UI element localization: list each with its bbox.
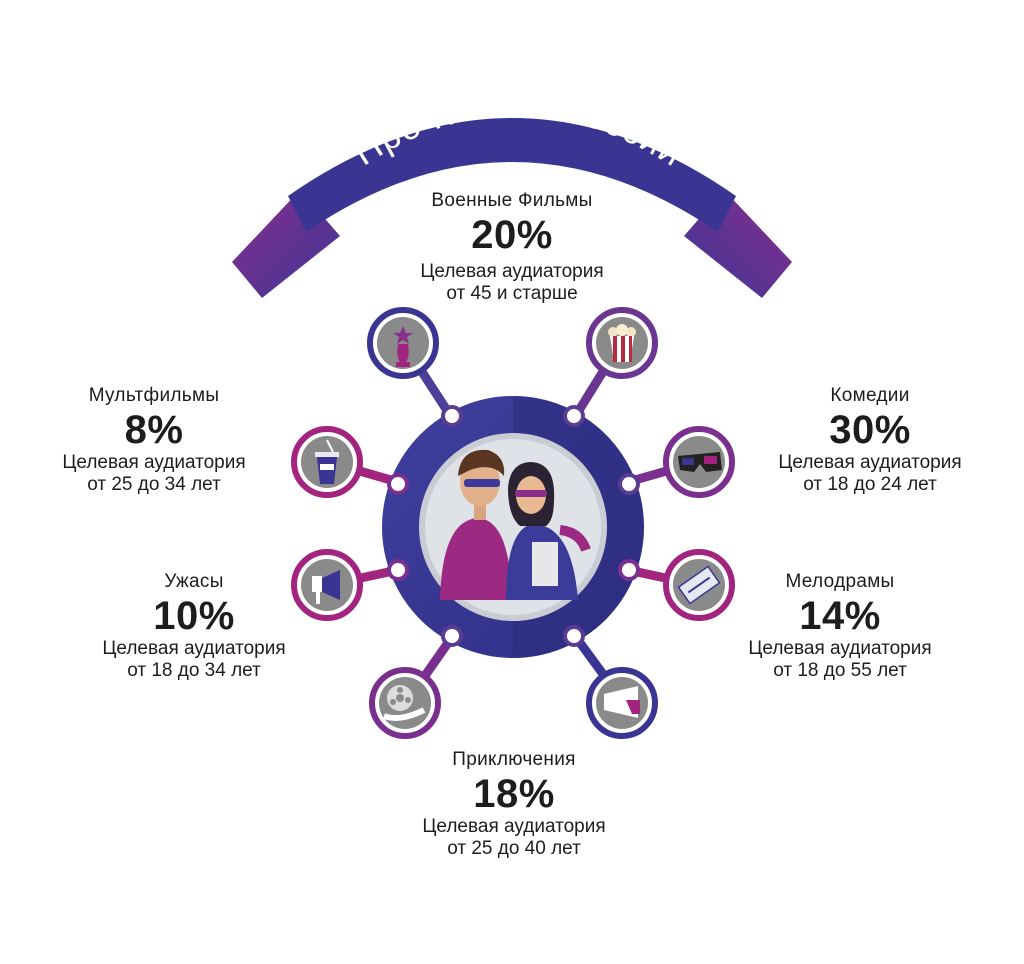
3d-glasses-icon (663, 426, 735, 498)
genre-name: Приключения (452, 749, 576, 770)
genre-name: Ужасы (164, 571, 224, 592)
movie-projector-icon (291, 549, 363, 621)
connector-dots (387, 405, 640, 647)
cinema-ticket-icon (663, 549, 735, 621)
audience-age: от 25 до 40 лет (447, 838, 581, 859)
audience-label: Целевая аудиатория (422, 816, 606, 837)
genre-block-war: Военные Фильмы 20% Целевая аудиатория от… (372, 189, 652, 305)
audience-age: от 45 и старше (446, 283, 578, 304)
audience-age: от 18 до 24 лет (803, 474, 937, 495)
genre-percent: 30% (829, 408, 911, 452)
genre-name: Комедии (830, 385, 910, 406)
genre-block-horror: Ужасы 10% Целевая аудиатория от 18 до 34… (74, 570, 314, 682)
soda-cup-icon (291, 426, 363, 498)
oscar-statuette-icon (367, 307, 439, 379)
couple-illustration (440, 449, 591, 600)
audience-label: Целевая аудиатория (748, 638, 932, 659)
genre-name: Мелодрамы (785, 571, 895, 592)
genre-percent: 8% (124, 408, 184, 452)
audience-age: от 25 до 34 лет (87, 474, 221, 495)
central-hub (382, 396, 644, 658)
popcorn-icon (586, 307, 658, 379)
genre-block-adventure: Приключения 18% Целевая аудиатория от 25… (392, 748, 636, 860)
genre-percent: 10% (153, 594, 235, 638)
ribbon-band (288, 118, 736, 232)
audience-age: от 18 до 34 лет (127, 660, 261, 681)
audience-label: Целевая аудиатория (778, 452, 962, 473)
genre-name: Мультфильмы (88, 385, 220, 406)
film-reel-icon (369, 667, 441, 739)
audience-label: Целевая аудиатория (102, 638, 286, 659)
genre-block-melodrama: Мелодрамы 14% Целевая аудиатория от 18 д… (720, 570, 960, 682)
genre-block-comedy: Комедии 30% Целевая аудиатория от 18 до … (750, 384, 990, 496)
genre-percent: 14% (799, 594, 881, 638)
audience-label: Целевая аудиатория (420, 261, 604, 282)
genre-percent: 20% (471, 213, 553, 257)
audience-label: Целевая аудиатория (62, 452, 246, 473)
megaphone-icon (586, 667, 658, 739)
genre-block-cartoons: Мультфильмы 8% Целевая аудиатория от 25 … (34, 384, 274, 496)
audience-age: от 18 до 55 лет (773, 660, 907, 681)
genre-percent: 18% (473, 772, 555, 816)
genre-name: Военные Фильмы (431, 190, 593, 211)
